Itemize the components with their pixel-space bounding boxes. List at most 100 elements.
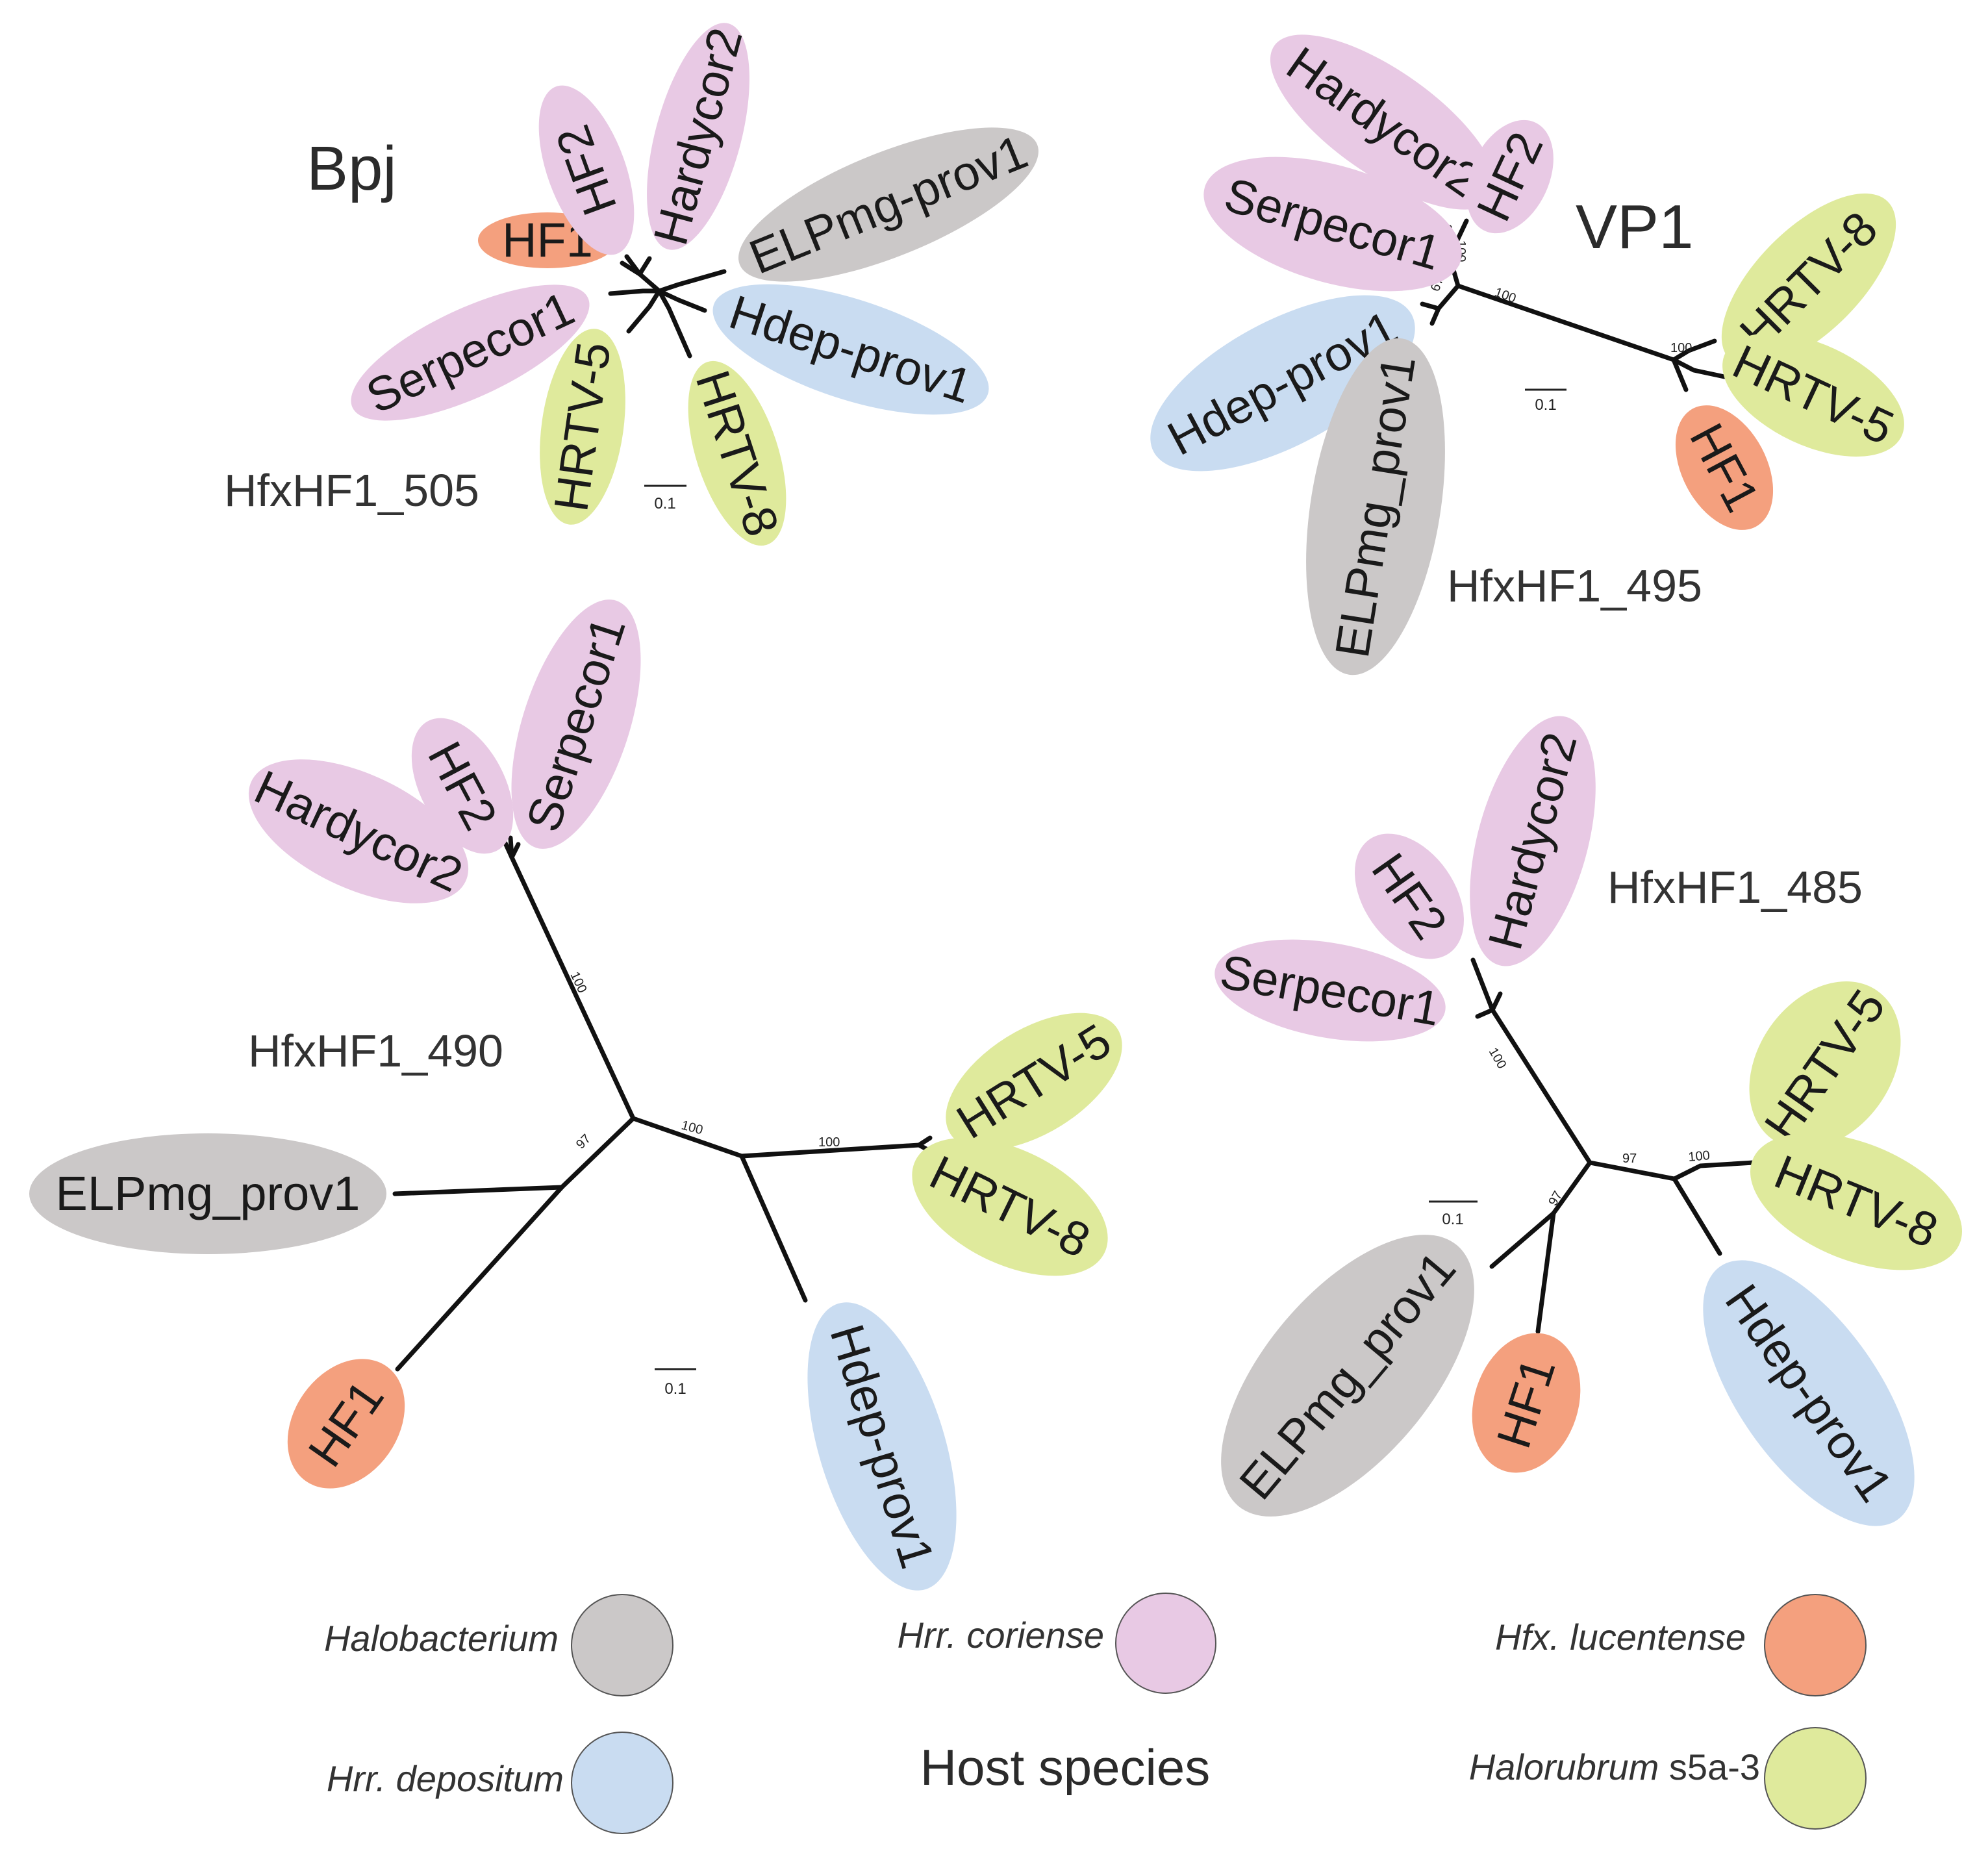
tree-490-leaves: Hardycor2 HF2 Serpecor1 HRTV-5 HRTV-8 EL… xyxy=(29,599,1122,1591)
legend-item-s5a3: Halorubrum s5a-3 xyxy=(1469,1727,1867,1830)
scale-bar-label: 0.1 xyxy=(664,1380,686,1398)
tree-title: HfxHF1_490 xyxy=(248,1026,503,1076)
bootstrap-label: 100 xyxy=(818,1135,840,1150)
leaf-hrtv-5: HRTV-5 xyxy=(540,329,625,525)
tree-495-scale-bar: 0.1 xyxy=(1525,388,1566,414)
bootstrap-label: 97 xyxy=(573,1131,594,1152)
leaf-elpmg-prov1-bubble xyxy=(1221,1235,1474,1517)
gene-title-vp1: VP1 xyxy=(1576,192,1693,262)
legend-swatch xyxy=(1764,1594,1867,1696)
gene-title-bpj: Bpj xyxy=(307,134,397,203)
tree-505-branches xyxy=(608,254,727,359)
legend-label: Halorubrum s5a-3 xyxy=(1469,1746,1760,1787)
legend-label: Hrr. depositum xyxy=(327,1758,564,1799)
leaf-elpmg-prov1: ELPmg_prov1 xyxy=(1306,338,1445,675)
leaf-hrtv-5-bubble xyxy=(946,1013,1122,1150)
legend: Halobacterium Hrr. coriense Hfx. lucente… xyxy=(324,1593,1867,1834)
legend-item-lucentense: Hfx. lucentense xyxy=(1495,1594,1867,1696)
leaf-hardycor2-bubble xyxy=(248,759,469,903)
leaf-hf2-bubble xyxy=(411,718,514,854)
leaf-serpecor1-bubble xyxy=(351,284,590,421)
leaf-hdep-prov1: Hdep-prov1 xyxy=(712,284,989,415)
leaf-hdep-prov1-bubble xyxy=(712,284,989,415)
leaf-hf1-bubble xyxy=(1675,405,1774,530)
tree-490-branches xyxy=(392,835,933,1372)
tree-505-scale-bar: 0.1 xyxy=(644,485,686,512)
bootstrap-label: 100 xyxy=(567,970,589,996)
legend-label-strain: s5a-3 xyxy=(1659,1746,1760,1787)
legend-label: Halobacterium xyxy=(324,1618,559,1659)
tree-485-leaves: HF2 Hardycor2 Serpecor1 HRTV-5 HRTV-8 Hd… xyxy=(1214,716,1963,1526)
legend-item-depositum: Hrr. depositum xyxy=(327,1732,673,1834)
leaf-hdep-prov1-bubble xyxy=(807,1302,957,1591)
leaf-elpmg-prov1-bubble xyxy=(29,1133,386,1254)
bootstrap-label: 100 xyxy=(1492,285,1518,306)
bootstrap-label: 97 xyxy=(1622,1152,1637,1166)
leaf-hf2-bubble xyxy=(1355,833,1464,959)
legend-item-coriense: Hrr. coriense xyxy=(898,1593,1216,1694)
leaf-hardycor2: Hardycor2 xyxy=(643,22,753,250)
legend-swatch xyxy=(1115,1593,1216,1694)
leaf-hdep-prov1: Hdep-prov1 xyxy=(807,1302,957,1591)
scale-bar-label: 0.1 xyxy=(654,495,675,512)
leaf-hf1: HF1 xyxy=(287,1359,405,1489)
bootstrap-label: 100 xyxy=(1670,341,1692,355)
leaf-serpecor1-bubble xyxy=(1214,939,1446,1042)
leaf-hf1: HF1 xyxy=(1472,1333,1581,1473)
leaf-serpecor1-bubble xyxy=(1203,157,1462,292)
legend-label-italic: Halorubrum xyxy=(1469,1746,1659,1787)
leaf-hardycor2-bubble xyxy=(1470,716,1596,966)
leaf-hrtv-8-bubble xyxy=(912,1137,1108,1276)
legend-title: Host species xyxy=(920,1739,1211,1796)
tree-title: HfxHF1_495 xyxy=(1447,561,1702,611)
leaf-hf2-bubble xyxy=(1466,120,1554,234)
leaf-hardycor2-bubble xyxy=(647,23,749,250)
leaf-hdep-prov1-bubble xyxy=(1703,1260,1915,1526)
leaf-hf2-bubble xyxy=(538,85,635,255)
scale-bar-label: 0.1 xyxy=(1442,1211,1463,1228)
leaf-hrtv-8: HRTV-8 xyxy=(686,360,789,546)
leaf-hrtv-8-bubble xyxy=(1750,1133,1963,1270)
leaf-elpmg-prov1-label: ELPmg_prov1 xyxy=(56,1166,360,1220)
legend-label: Hrr. coriense xyxy=(898,1615,1104,1656)
tree-title: HfxHF1_485 xyxy=(1607,862,1863,913)
leaf-elpmg-prov1: ELPmg_prov1 xyxy=(29,1133,386,1254)
tree-490-scale-bar: 0.1 xyxy=(655,1368,696,1398)
scale-bar-label: 0.1 xyxy=(1535,396,1556,414)
leaf-hf1-bubble xyxy=(1472,1333,1581,1473)
leaf-hf1-bubble xyxy=(287,1359,405,1489)
legend-swatch xyxy=(571,1732,673,1834)
tree-hfxhf1-485: 100 97 100 97 HF2 Hardycor2 Serpecor1 HR… xyxy=(1214,716,1963,1526)
leaf-elpmg-prov1: ELPmg_prov1 xyxy=(1221,1235,1474,1517)
tree-485-branches xyxy=(1470,957,1756,1334)
leaf-hardycor2-bubble xyxy=(1270,34,1497,210)
leaf-hdep-prov1: Hdep-prov1 xyxy=(1703,1260,1915,1526)
leaf-hrtv-5-bubble xyxy=(540,329,625,525)
leaf-hrtv-5-bubble xyxy=(1749,981,1901,1150)
tree-hfxhf1-505: HF1 HF2 Hardycor2 ELPmg-prov1 Hdep-prov1… xyxy=(224,22,1038,546)
leaf-elpmg-prov1: ELPmg-prov1 xyxy=(738,124,1038,284)
tree-485-scale-bar: 0.1 xyxy=(1429,1200,1478,1228)
tree-hfxhf1-490: 100 97 100 100 Hardycor2 HF2 Serpecor1 H… xyxy=(29,599,1122,1591)
bootstrap-label: 97 xyxy=(1546,1189,1565,1208)
legend-swatch xyxy=(571,1594,673,1696)
legend-label: Hfx. lucentense xyxy=(1495,1617,1746,1658)
tree-495-leaves: Hardycor2 HF2 Serpecor1 Hdep-prov1 ELPmg… xyxy=(1150,34,1904,675)
leaf-hrtv-8-bubble xyxy=(688,360,786,546)
leaf-serpecor1-bubble xyxy=(511,599,641,849)
leaf-hrtv-5-label: HRTV-5 xyxy=(544,339,621,515)
leaf-hardycor2: Hardycor2 xyxy=(1470,716,1596,966)
leaf-elpmg-prov1-bubble xyxy=(1306,338,1445,675)
bootstrap-label: 100 xyxy=(1688,1148,1711,1165)
bootstrap-label: 100 xyxy=(1486,1046,1509,1072)
leaf-hrtv-5-bubble xyxy=(1722,333,1904,457)
leaf-serpecor1: Serpecor1 xyxy=(1203,157,1462,292)
legend-item-halobacterium: Halobacterium xyxy=(324,1594,673,1696)
tree-hfxhf1-495: 100 92 67 100 100 Hardycor2 HF2 Serpecor… xyxy=(1150,34,1904,675)
leaf-hdep-prov1-bubble xyxy=(1150,295,1415,472)
leaf-hrtv-8-bubble xyxy=(1721,193,1896,368)
leaf-hf2-label: HF2 xyxy=(546,118,627,222)
leaf-elpmg-prov1-bubble xyxy=(738,127,1038,282)
tree-title: HfxHF1_505 xyxy=(224,465,479,516)
